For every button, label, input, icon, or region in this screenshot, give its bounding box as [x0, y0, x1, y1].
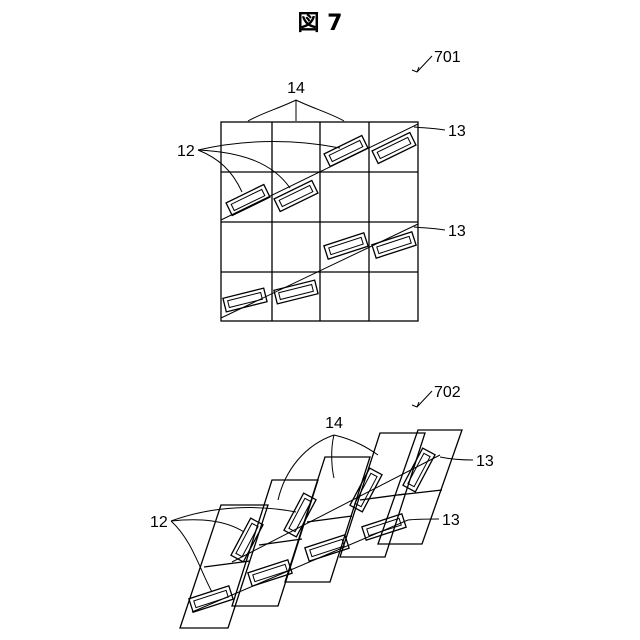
view-702: 702	[150, 384, 494, 628]
chip	[223, 288, 267, 312]
chip-group-702	[189, 448, 435, 612]
ref-label-701: 701	[434, 49, 461, 66]
callout-13-701-top: 13	[448, 123, 466, 140]
skewed-columns-702	[180, 430, 462, 628]
ref-arrow-702	[417, 391, 432, 407]
callout-13-701-mid: 13	[448, 223, 466, 240]
callout-14-701: 14	[287, 80, 305, 97]
view-701: 701	[177, 49, 466, 321]
chip	[324, 136, 368, 167]
chip	[324, 233, 368, 259]
ref-arrow-701	[417, 56, 432, 72]
ref-label-702: 702	[434, 384, 461, 401]
callout-12-701: 12	[177, 143, 195, 160]
callout-13-702-top: 13	[476, 453, 494, 470]
callout-12-702: 12	[150, 514, 168, 531]
chip	[372, 133, 416, 164]
chip	[274, 280, 318, 304]
figure-title: 図 7	[298, 11, 343, 36]
callout-14-702: 14	[325, 415, 343, 432]
chip	[226, 185, 270, 216]
chip	[274, 181, 318, 212]
callout-13-702-mid: 13	[442, 512, 460, 529]
